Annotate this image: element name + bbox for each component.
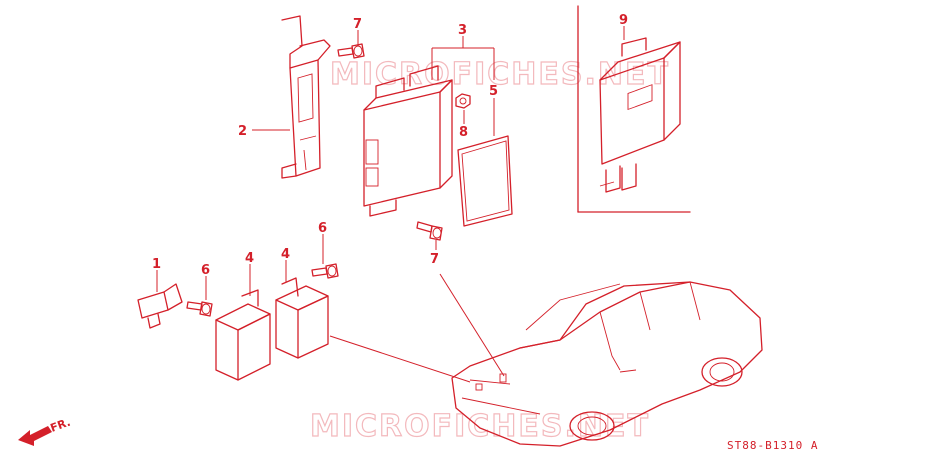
part-7-bolt-lower [416, 221, 443, 241]
part-7-bolt-upper [337, 43, 365, 59]
arrow-icon [18, 426, 52, 446]
callout-7-lower: 7 [430, 252, 439, 267]
direction-label: FR. [49, 416, 73, 435]
part-9-separator [577, 5, 691, 213]
part-4-relay-right [275, 277, 329, 359]
part-6-bolt-right [311, 263, 339, 279]
callout-7-upper: 7 [353, 17, 362, 32]
part-9-module [599, 37, 681, 193]
part-2-bracket [281, 15, 331, 179]
diagram-code: ST88-B1310 A [727, 439, 818, 452]
callout-4-left: 4 [245, 251, 254, 266]
callout-3: 3 [458, 23, 467, 38]
front-direction-arrow: FR. [18, 416, 72, 446]
part-3-control-unit [363, 65, 453, 217]
part-6-bolt-left [186, 301, 213, 317]
callout-1: 1 [152, 257, 161, 272]
part-8-nut [455, 93, 471, 109]
callout-5: 5 [489, 84, 498, 99]
callout-8: 8 [459, 125, 468, 140]
callout-9: 9 [619, 13, 628, 28]
car-illustration [451, 281, 763, 447]
leader-lines [156, 26, 625, 383]
part-1-bracket [137, 283, 183, 329]
watermark-top: MICROFICHES.NET [330, 57, 670, 92]
callout-4-right: 4 [281, 247, 290, 262]
part-4-relay-left [215, 289, 271, 381]
callout-6-left: 6 [201, 263, 210, 278]
callout-6-right: 6 [318, 221, 327, 236]
callout-2: 2 [238, 124, 247, 139]
part-5-pad [457, 135, 513, 227]
